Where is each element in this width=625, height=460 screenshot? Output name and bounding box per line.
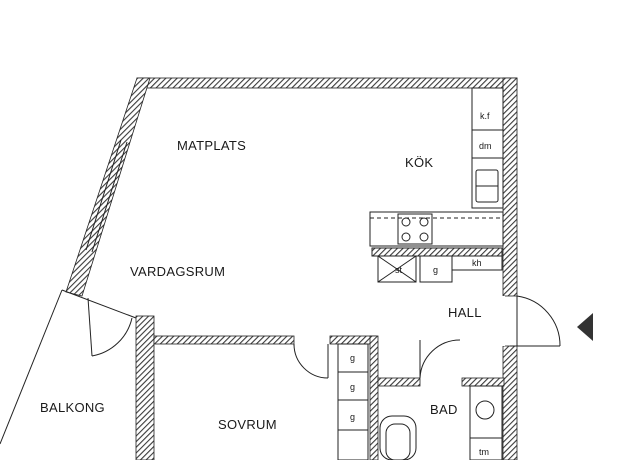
label-sovrum: SOVRUM <box>218 417 277 432</box>
wall-left-slanted <box>65 77 151 297</box>
balcony <box>0 289 137 445</box>
doors <box>293 295 561 379</box>
label-hall: HALL <box>448 305 482 320</box>
kitchen-counter <box>369 87 504 247</box>
fixture-dm: dm <box>479 141 492 151</box>
label-vardagsrum: VARDAGSRUM <box>130 264 225 279</box>
fixture-tm: tm <box>479 447 489 457</box>
outer-walls <box>65 77 518 460</box>
sovrum-wardrobes <box>337 343 369 460</box>
wall-right-lower <box>502 345 518 460</box>
window-slanted <box>85 139 128 253</box>
internal-walls <box>153 296 505 460</box>
fixture-g-1: g <box>350 353 355 363</box>
label-kok: KÖK <box>405 155 433 170</box>
fixture-kh: kh <box>472 258 482 268</box>
fixture-g-2: g <box>350 382 355 392</box>
label-matplats: MATPLATS <box>177 138 246 153</box>
wall-right-upper <box>502 77 518 297</box>
fixture-g-3: g <box>350 412 355 422</box>
label-balkong: BALKONG <box>40 400 105 415</box>
bathroom-fixtures <box>379 385 503 460</box>
wall-top <box>136 77 518 89</box>
fixture-kf: k.f <box>480 111 490 121</box>
fixture-st: st <box>395 265 403 275</box>
hall-wardrobes <box>371 247 503 283</box>
wall-left-lower <box>135 315 155 460</box>
label-bad: BAD <box>430 402 458 417</box>
entrance-arrow-icon <box>577 313 593 341</box>
fixture-g-hall: g <box>433 265 438 275</box>
